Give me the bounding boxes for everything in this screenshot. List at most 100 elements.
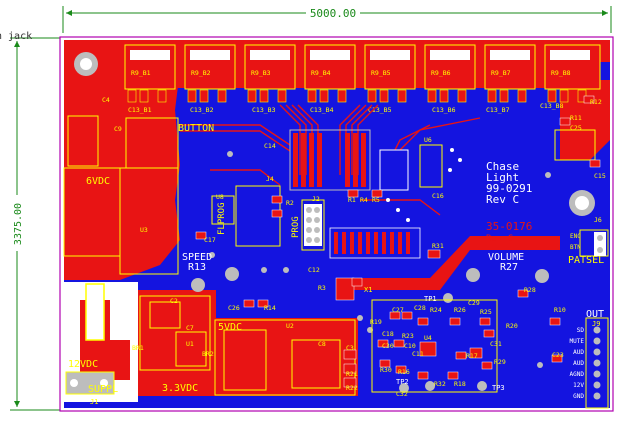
label-x1: X1 bbox=[364, 286, 372, 294]
designator-r1: R1 bbox=[348, 196, 356, 204]
top-copper-5vdc-block bbox=[214, 318, 358, 396]
label-tp3: TP3 bbox=[492, 384, 505, 392]
strip-r-label-7: R9_B7 bbox=[491, 69, 511, 77]
label-flprog: FLPROG bbox=[217, 202, 227, 235]
strip-c-label-1: C13_B1 bbox=[128, 106, 152, 114]
label-prog: PROG bbox=[291, 216, 301, 238]
designator-c7: C7 bbox=[186, 324, 194, 332]
designator-c10: C10 bbox=[404, 342, 416, 350]
led-header-unit bbox=[124, 44, 601, 90]
designator-r5: R5 bbox=[372, 196, 380, 204]
designator-u8: U8 bbox=[216, 193, 224, 201]
label-tp2: TP2 bbox=[396, 378, 409, 386]
board-title-line2: Light bbox=[486, 171, 519, 184]
j2-header bbox=[304, 204, 322, 246]
designator-r32: R32 bbox=[434, 380, 446, 388]
top-copper-center-fill bbox=[340, 236, 560, 290]
designator-u3: U3 bbox=[140, 226, 148, 234]
designator-c26: C26 bbox=[228, 304, 240, 312]
strip-c-label-6: C13_B6 bbox=[432, 106, 456, 114]
designator-c8: C8 bbox=[318, 340, 326, 348]
strip-r-label-1: R9_B1 bbox=[131, 69, 151, 77]
designator-c3: C3 bbox=[346, 344, 354, 352]
designator-c11: C11 bbox=[412, 350, 424, 358]
designator-r12: R12 bbox=[590, 98, 602, 106]
via-clusters bbox=[386, 148, 462, 222]
strip-c-label-4: C13_B4 bbox=[310, 106, 334, 114]
j9-pin-5: AGND bbox=[570, 371, 585, 378]
j9-pin-4: AUD bbox=[573, 360, 584, 367]
designator-r26: R26 bbox=[454, 306, 466, 314]
label-r27: R27 bbox=[500, 262, 518, 273]
j6-pin-1: ENC bbox=[570, 233, 581, 240]
label-r13: R13 bbox=[188, 262, 206, 273]
designator-r22: R22 bbox=[346, 384, 358, 392]
designator-r14: R14 bbox=[264, 304, 276, 312]
designator-r24: R24 bbox=[430, 306, 442, 314]
designator-c18: C18 bbox=[382, 330, 394, 338]
j9-pin-6: 12V bbox=[573, 382, 584, 389]
designator-c31: C31 bbox=[490, 340, 502, 348]
designator-c14: C14 bbox=[264, 142, 276, 150]
height-dimension-label: 3375.00 bbox=[13, 203, 24, 245]
designator-r31: R31 bbox=[432, 242, 444, 250]
top-copper-6vdc-block bbox=[64, 165, 122, 255]
designator-c23: C23 bbox=[552, 351, 564, 359]
label-supply: SUPPL bbox=[88, 384, 118, 395]
designator-r3: R3 bbox=[318, 284, 326, 292]
board-revision: Rev C bbox=[486, 193, 519, 206]
j9-pin-3: AUD bbox=[573, 349, 584, 356]
strip-r-label-4: R9_B4 bbox=[311, 69, 331, 77]
smd-pads bbox=[195, 95, 601, 388]
top-copper-33vdc-block bbox=[138, 290, 216, 396]
designator-u1: U1 bbox=[186, 340, 194, 348]
designator-c27: C27 bbox=[392, 306, 404, 314]
designator-r11: R11 bbox=[570, 114, 582, 122]
label-out: OUT bbox=[586, 309, 604, 320]
designator-r4: R4 bbox=[360, 196, 368, 204]
designator-br2: BR2 bbox=[202, 350, 214, 358]
designator-c9: C9 bbox=[114, 125, 122, 133]
board-alt-part: 35-0176 bbox=[486, 220, 532, 233]
designator-j4: J4 bbox=[266, 175, 274, 183]
designator-r21: R21 bbox=[346, 370, 358, 378]
j9-pin-1: SD bbox=[577, 327, 585, 334]
designator-r16: R16 bbox=[398, 368, 410, 376]
designator-c17: C17 bbox=[204, 236, 216, 244]
strip-c-label-3: C13_B3 bbox=[252, 106, 276, 114]
j1-header bbox=[65, 371, 115, 395]
board-identification: Chase Light 99-0291 Rev C 35-0176 Rev C bbox=[486, 160, 532, 244]
strip-r-label-3: R9_B3 bbox=[251, 69, 271, 77]
label-j9: J9 bbox=[592, 320, 600, 328]
designator-j2: J2 bbox=[312, 195, 320, 203]
designator-r29: R29 bbox=[494, 358, 506, 366]
designator-c15: C15 bbox=[594, 172, 606, 180]
mounting-holes bbox=[74, 52, 595, 216]
label-j1: J1 bbox=[90, 398, 98, 406]
j6-header bbox=[594, 232, 606, 256]
label-button: BUTTON bbox=[178, 123, 214, 134]
designator-c4: C4 bbox=[102, 96, 110, 104]
designator-r17: R17 bbox=[466, 352, 478, 360]
section-labels: BUTTON 6VDC 5VDC 3.3VDC 12VDC SUPPL SPEE… bbox=[68, 123, 604, 406]
j9-pin-7: GND bbox=[573, 393, 584, 400]
j9-pin-labels: SD MUTE AUD AUD AGND 12V GND bbox=[570, 327, 585, 400]
designator-c29: C29 bbox=[468, 299, 480, 307]
designator-r20: R20 bbox=[506, 322, 518, 330]
j9-pin-2: MUTE bbox=[570, 338, 585, 345]
label-volume: VOLUME bbox=[488, 252, 524, 263]
designator-c32: C32 bbox=[396, 390, 408, 398]
strip-c-label-7: C13_B7 bbox=[486, 106, 510, 114]
designator-c16: C16 bbox=[432, 192, 444, 200]
vias bbox=[191, 151, 551, 393]
strip-r-label-5: R9_B5 bbox=[371, 69, 391, 77]
board-alt-rev: Rev C bbox=[486, 234, 513, 244]
designator-r23: R23 bbox=[402, 332, 414, 340]
j9-header bbox=[588, 322, 606, 404]
board-part-number: 99-0291 bbox=[486, 182, 532, 195]
designator-c28: C28 bbox=[414, 304, 426, 312]
designator-r18: R18 bbox=[454, 380, 466, 388]
designator-r2: R2 bbox=[286, 199, 294, 207]
power-components bbox=[67, 115, 421, 391]
